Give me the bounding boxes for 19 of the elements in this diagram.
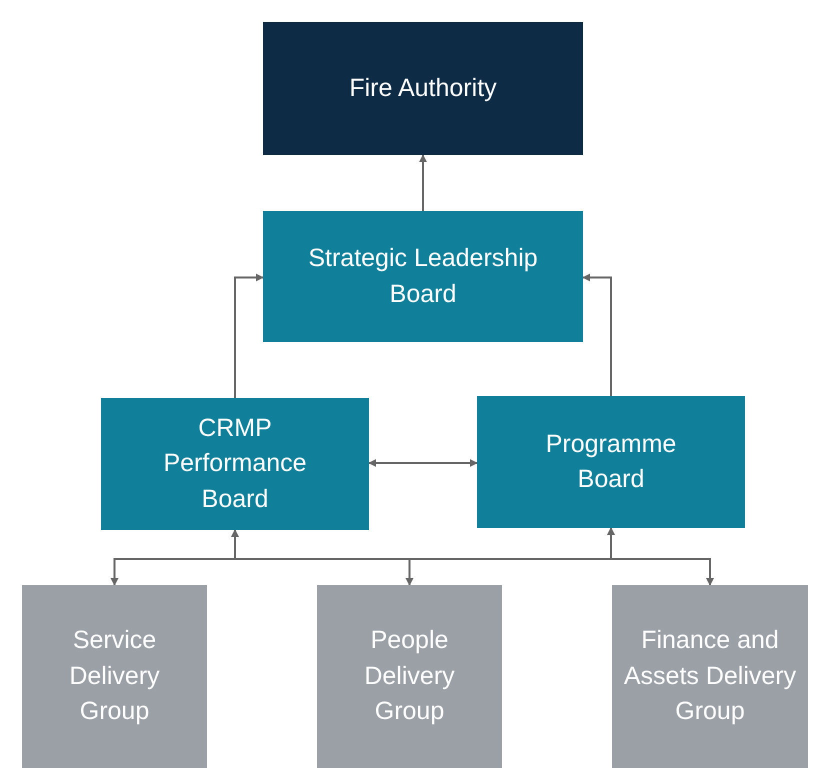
box-label: Service Delivery Group [68, 625, 161, 728]
connector-arrow [582, 274, 612, 396]
box-label: Strategic Leadership Board [307, 243, 539, 310]
connector-arrow [607, 527, 714, 586]
box-label: People Delivery Group [363, 625, 456, 728]
box-label: CRMP Performance Board [162, 412, 308, 515]
connector-arrow [368, 459, 478, 467]
board-box [101, 398, 369, 530]
box-label: Finance and Assets Delivery Group [622, 625, 798, 728]
connector-arrow [419, 154, 427, 211]
board-box [263, 211, 583, 342]
connector-arrow [234, 274, 264, 398]
board-box [263, 22, 583, 155]
group-box [22, 585, 207, 768]
group-box [612, 585, 808, 768]
box-label: Programme Board [544, 428, 678, 495]
box-label: Fire Authority [349, 72, 497, 104]
board-box [477, 396, 745, 528]
group-box [317, 585, 502, 768]
